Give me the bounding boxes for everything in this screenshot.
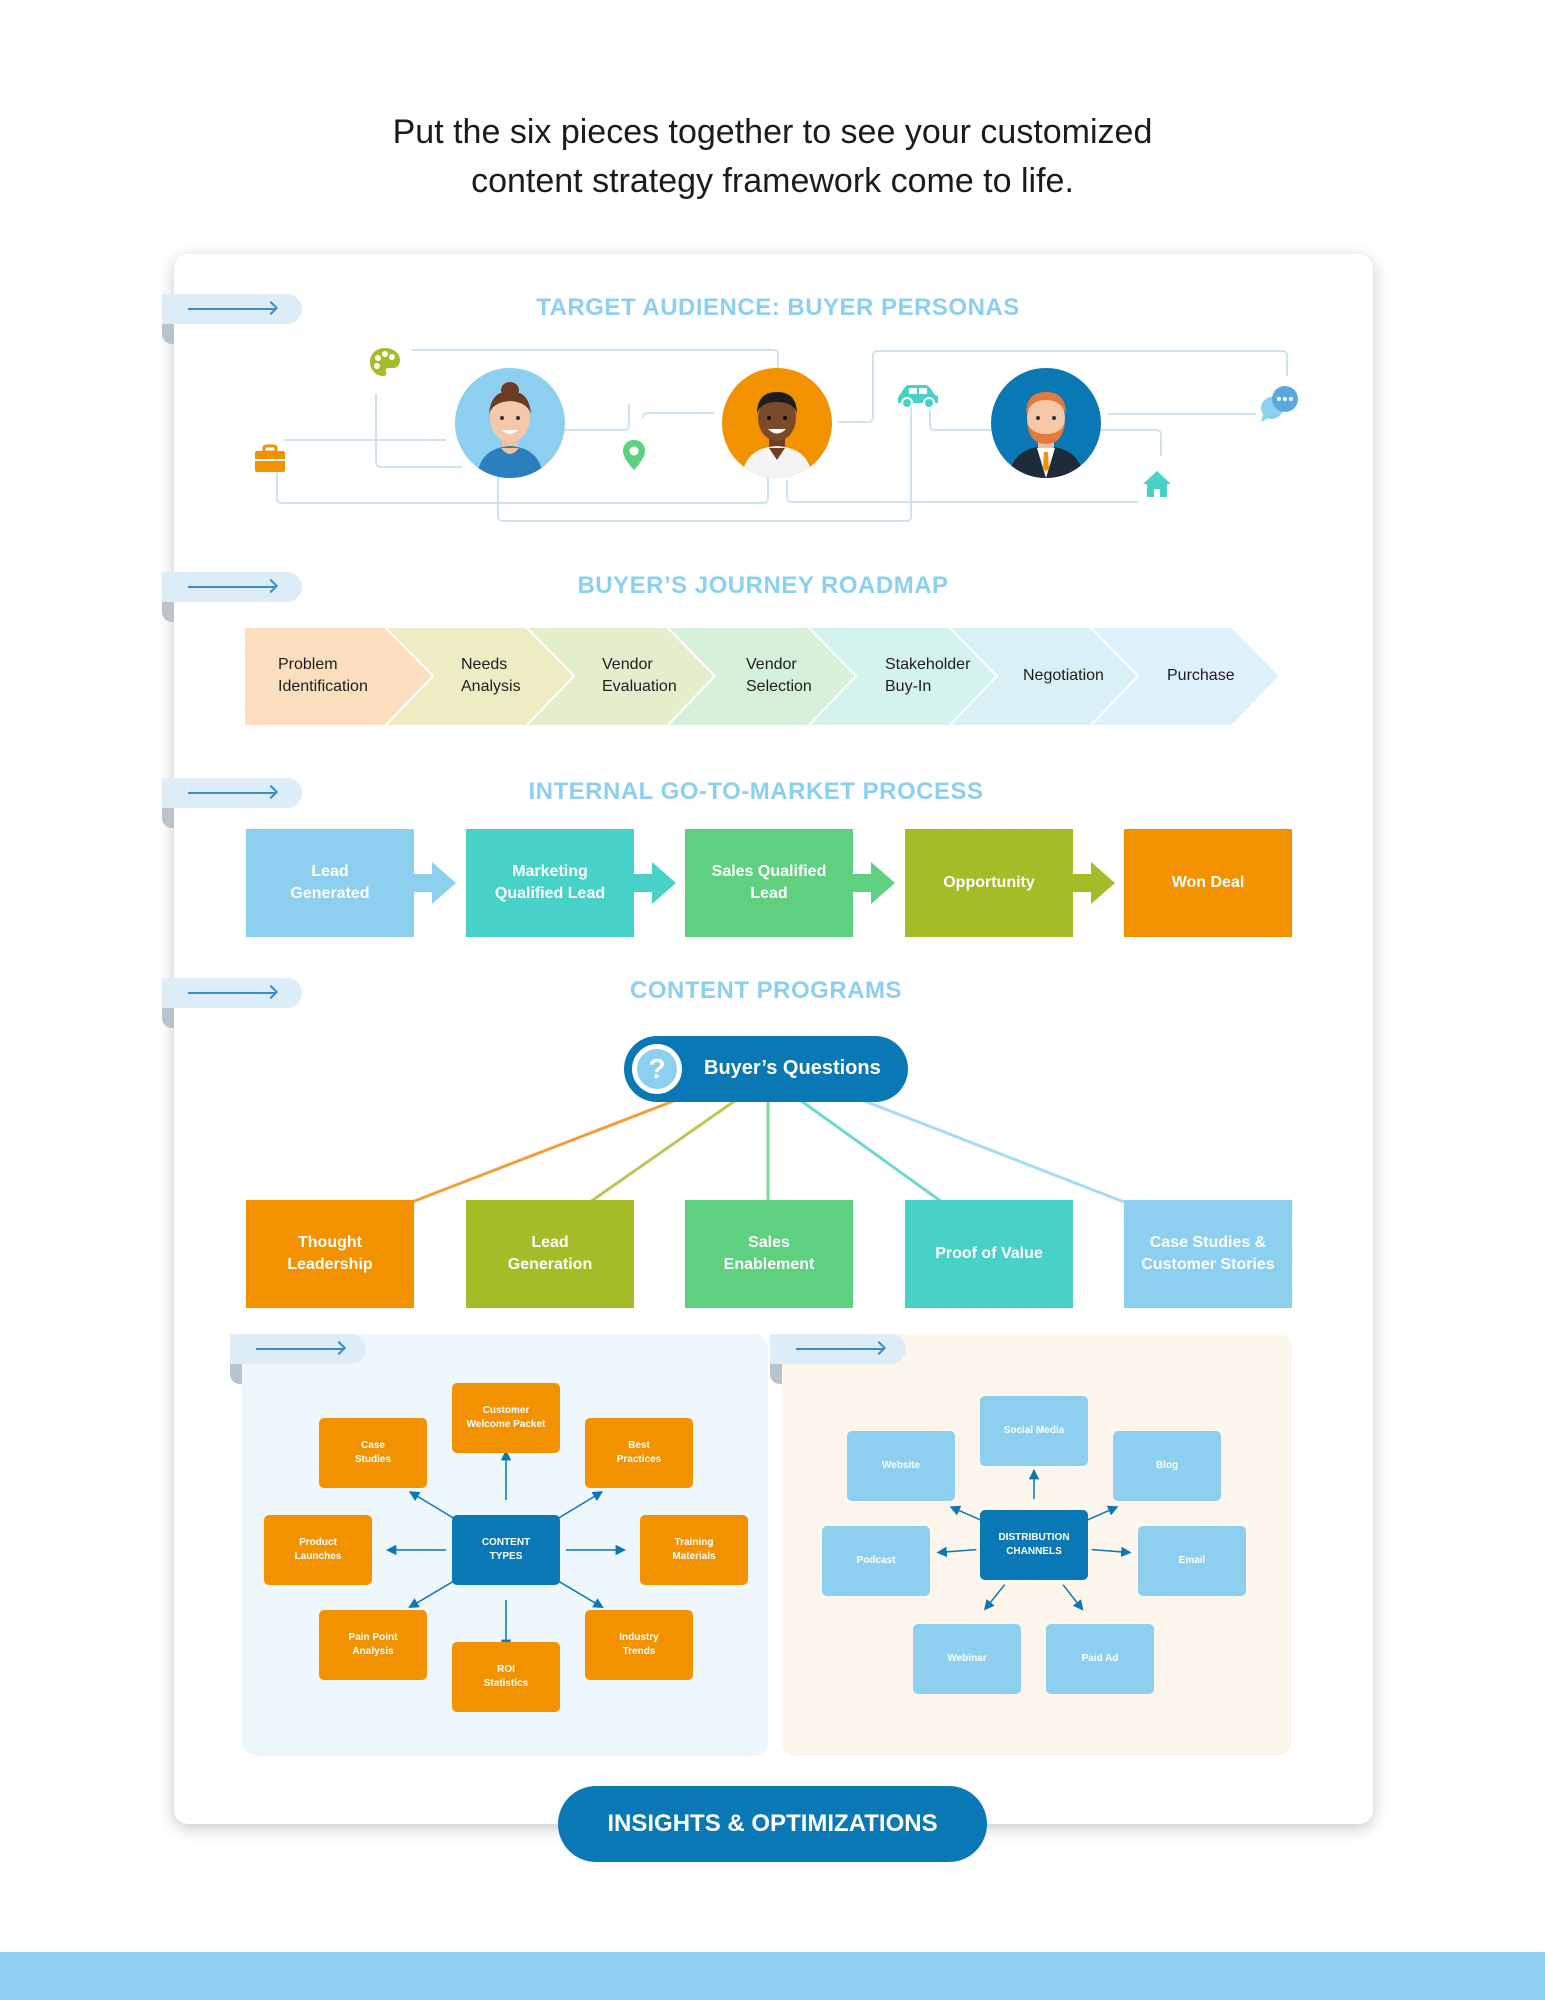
journey-step-label: Negotiation (1023, 667, 1104, 684)
section-tab-content-types (230, 1334, 366, 1384)
gtm-arrow-icon (851, 862, 895, 904)
palette-icon (370, 348, 400, 376)
hub-item-box: Blog (1113, 1431, 1221, 1501)
hub-item-box: Training Materials (640, 1515, 748, 1585)
section-tab-programs (162, 978, 302, 1028)
section-tab-journey (162, 572, 302, 622)
gtm-step-box: Marketing Qualified Lead (466, 829, 634, 937)
intro-line-1: Put the six pieces together to see your … (392, 113, 1153, 151)
gtm-step-box: Opportunity (905, 829, 1073, 937)
hub-item-box: Industry Trends (585, 1610, 693, 1680)
hub-arrow (1091, 1546, 1132, 1558)
gtm-arrow-icon (632, 862, 676, 904)
buyers-questions-label: Buyer’s Questions (704, 1057, 881, 1079)
content-program-box: Sales Enablement (685, 1200, 853, 1308)
gtm-step-box: Lead Generated (246, 829, 414, 937)
chat-bubbles-icon (1261, 386, 1298, 422)
persona-avatar-woman (455, 368, 565, 478)
hub-item-box: Social Media (980, 1396, 1088, 1466)
programs-connector-lines (411, 1098, 1125, 1204)
buyers-journey-roadmap: Problem Identification Needs Analysis Vend… (243, 626, 1294, 728)
hub-arrow (984, 1584, 1006, 1611)
journey-step-label: Stakeholder Buy-In (885, 656, 971, 695)
briefcase-icon (255, 444, 285, 472)
hub-center-box: DISTRIBUTION CHANNELS (980, 1510, 1088, 1580)
persona-avatar-man (722, 368, 832, 478)
section-title-journey: BUYER’S JOURNEY ROADMAP (577, 572, 949, 599)
content-program-box: Case Studies & Customer Stories (1124, 1200, 1292, 1308)
insights-optimizations-pill: INSIGHTS & OPTIMIZATIONS (558, 1786, 987, 1862)
hub-arrow (1083, 1505, 1119, 1523)
home-icon (1143, 471, 1171, 497)
journey-step-label: Purchase (1167, 667, 1235, 684)
gtm-step-box: Sales Qualified Lead (685, 829, 853, 937)
journey-step-label: Vendor Selection (746, 656, 812, 695)
journey-chevrons (243, 626, 1282, 727)
hub-arrow (554, 1578, 604, 1609)
location-pin-icon (623, 440, 645, 470)
footer-bar (0, 1952, 1545, 2000)
hub-item-box: ROI Statistics (452, 1642, 560, 1712)
journey-step-label: Vendor Evaluation (602, 656, 677, 695)
journey-step-label: Problem Identification (278, 656, 368, 695)
content-program-box: Lead Generation (466, 1200, 634, 1308)
section-tab-gtm (162, 778, 302, 828)
hub-item-box: Case Studies (319, 1418, 427, 1488)
hub-arrow (949, 1505, 985, 1523)
gtm-step-box: Won Deal (1124, 829, 1292, 937)
hub-item-box: Podcast (822, 1526, 930, 1596)
section-tab-personas (162, 294, 302, 344)
persona-avatar-bearded-man (991, 368, 1101, 478)
content-program-box: Proof of Value (905, 1200, 1073, 1308)
journey-step-label: Needs Analysis (461, 656, 521, 695)
buyers-questions-pill: ? Buyer’s Questions (624, 1036, 908, 1102)
intro-line-2: content strategy framework come to life. (471, 162, 1074, 200)
journey-chevron (1087, 626, 1282, 727)
hub-item-box: Email (1138, 1526, 1246, 1596)
hub-item-box: Website (847, 1431, 955, 1501)
hub-arrow (1062, 1584, 1084, 1611)
intro-text: Put the six pieces together to see your … (0, 108, 1545, 206)
car-icon (898, 385, 938, 409)
hub-arrow (408, 1491, 458, 1522)
hub-item-box: Paid Ad (1046, 1624, 1154, 1694)
hub-item-box: Webinar (913, 1624, 1021, 1694)
hub-arrows (385, 1449, 1132, 1651)
question-icon: ? (632, 1044, 682, 1094)
section-title-personas: TARGET AUDIENCE: BUYER PERSONAS (536, 294, 1020, 321)
hub-arrow (936, 1546, 977, 1558)
hub-arrow (408, 1578, 458, 1609)
section-title-gtm: INTERNAL GO-TO-MARKET PROCESS (528, 778, 984, 805)
hub-center-box: CONTENT TYPES (452, 1515, 560, 1585)
hub-arrow (554, 1491, 604, 1522)
content-program-box: Thought Leadership (246, 1200, 414, 1308)
hub-item-box: Product Launches (264, 1515, 372, 1585)
section-tab-distribution (770, 1334, 906, 1384)
hub-item-box: Customer Welcome Packet (452, 1383, 560, 1453)
gtm-arrow-icon (1071, 862, 1115, 904)
gtm-arrow-icon (412, 862, 456, 904)
hub-item-box: Best Practices (585, 1418, 693, 1488)
hub-item-box: Pain Point Analysis (319, 1610, 427, 1680)
section-title-programs: CONTENT PROGRAMS (630, 977, 902, 1004)
